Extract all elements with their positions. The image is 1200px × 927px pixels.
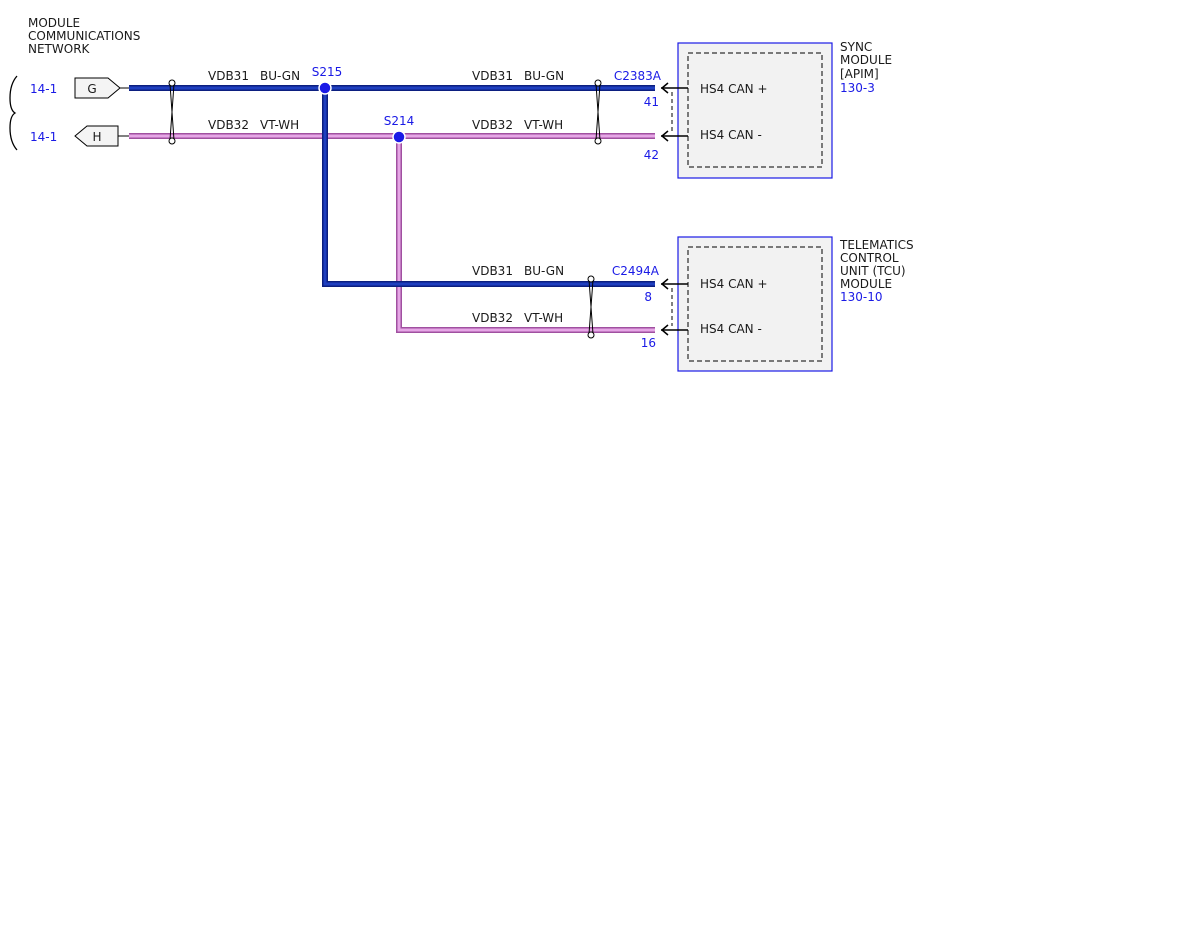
sync-name-line-1: SYNC (840, 40, 872, 54)
tcu-name-line-4: MODULE (840, 277, 892, 291)
tcu-module-box[interactable] (677, 236, 833, 372)
connector-h (74, 125, 119, 147)
wire-label-sync-vt-color: VT-WH (524, 118, 563, 132)
sync-ref[interactable]: 130-3 (840, 81, 875, 95)
splice-s214[interactable] (392, 130, 406, 144)
tcu-name-line-2: CONTROL (840, 251, 899, 265)
tcu-can-plus-label: HS4 CAN + (700, 277, 768, 291)
connector-g (74, 77, 121, 99)
splice-s214-label[interactable]: S214 (384, 114, 415, 128)
vt-wh-wire-branch-outline (396, 136, 655, 333)
sync-connector-label[interactable]: C2383A (614, 69, 662, 83)
wire-label-top-bu-color: BU-GN (260, 69, 300, 83)
tcu-pin-minus: 16 (641, 336, 656, 350)
wire-label-tcu-vt-color: VT-WH (524, 311, 563, 325)
ref-g[interactable]: 14-1 (30, 82, 57, 96)
sync-name-line-2: MODULE (840, 53, 892, 67)
sync-module-inner-box (687, 52, 823, 168)
wire-label-tcu-vt-circuit: VDB32 (472, 311, 513, 325)
sync-pin-plus: 41 (644, 95, 659, 109)
sync-can-plus-label: HS4 CAN + (700, 82, 768, 96)
splice-s215[interactable] (318, 81, 332, 95)
network-title-line-2: COMMUNICATIONS (28, 29, 140, 43)
tcu-pin-minus-arrow (660, 324, 688, 336)
tcu-connector-label[interactable]: C2494A (612, 264, 660, 278)
connector-h-label: H (92, 130, 101, 144)
splice-s215-label[interactable]: S215 (312, 65, 343, 79)
wire-label-top-vt-circuit: VDB32 (208, 118, 249, 132)
tcu-ref[interactable]: 130-10 (840, 290, 883, 304)
connector-g-label: G (87, 82, 96, 96)
sync-pin-minus-arrow (660, 130, 688, 142)
sync-name-line-3: [APIM] (840, 67, 879, 81)
vt-wh-wires (129, 133, 655, 333)
sync-module-box[interactable] (677, 42, 833, 179)
wire-label-sync-bu-circuit: VDB31 (472, 69, 513, 83)
tcu-module-inner-box (687, 246, 823, 362)
sync-pin-minus: 42 (644, 148, 659, 162)
wire-label-tcu-bu-color: BU-GN (524, 264, 564, 278)
twisted-pair-tcu (587, 275, 595, 339)
twisted-pair-left (168, 79, 176, 145)
group-brace (9, 75, 18, 151)
sync-can-minus-label: HS4 CAN - (700, 128, 762, 142)
wire-label-top-vt-color: VT-WH (260, 118, 299, 132)
network-title-line-3: NETWORK (28, 42, 91, 56)
wire-label-top-bu-circuit: VDB31 (208, 69, 249, 83)
wire-label-tcu-bu-circuit: VDB31 (472, 264, 513, 278)
tcu-pin-plus-arrow (660, 278, 688, 290)
wire-label-sync-bu-color: BU-GN (524, 69, 564, 83)
network-title-line-1: MODULE (28, 16, 80, 30)
tcu-can-minus-label: HS4 CAN - (700, 322, 762, 336)
bu-gn-wire-branch (323, 88, 655, 286)
ref-h[interactable]: 14-1 (30, 130, 57, 144)
vt-wh-wire-branch (397, 136, 655, 332)
sync-pin-plus-arrow (660, 82, 688, 94)
tcu-pin-plus: 8 (644, 290, 652, 304)
tcu-name-line-3: UNIT (TCU) (840, 264, 906, 278)
bu-gn-wires (129, 85, 655, 287)
wire-label-sync-vt-circuit: VDB32 (472, 118, 513, 132)
twisted-pair-sync (594, 79, 602, 145)
tcu-name-line-1: TELEMATICS (839, 238, 914, 252)
